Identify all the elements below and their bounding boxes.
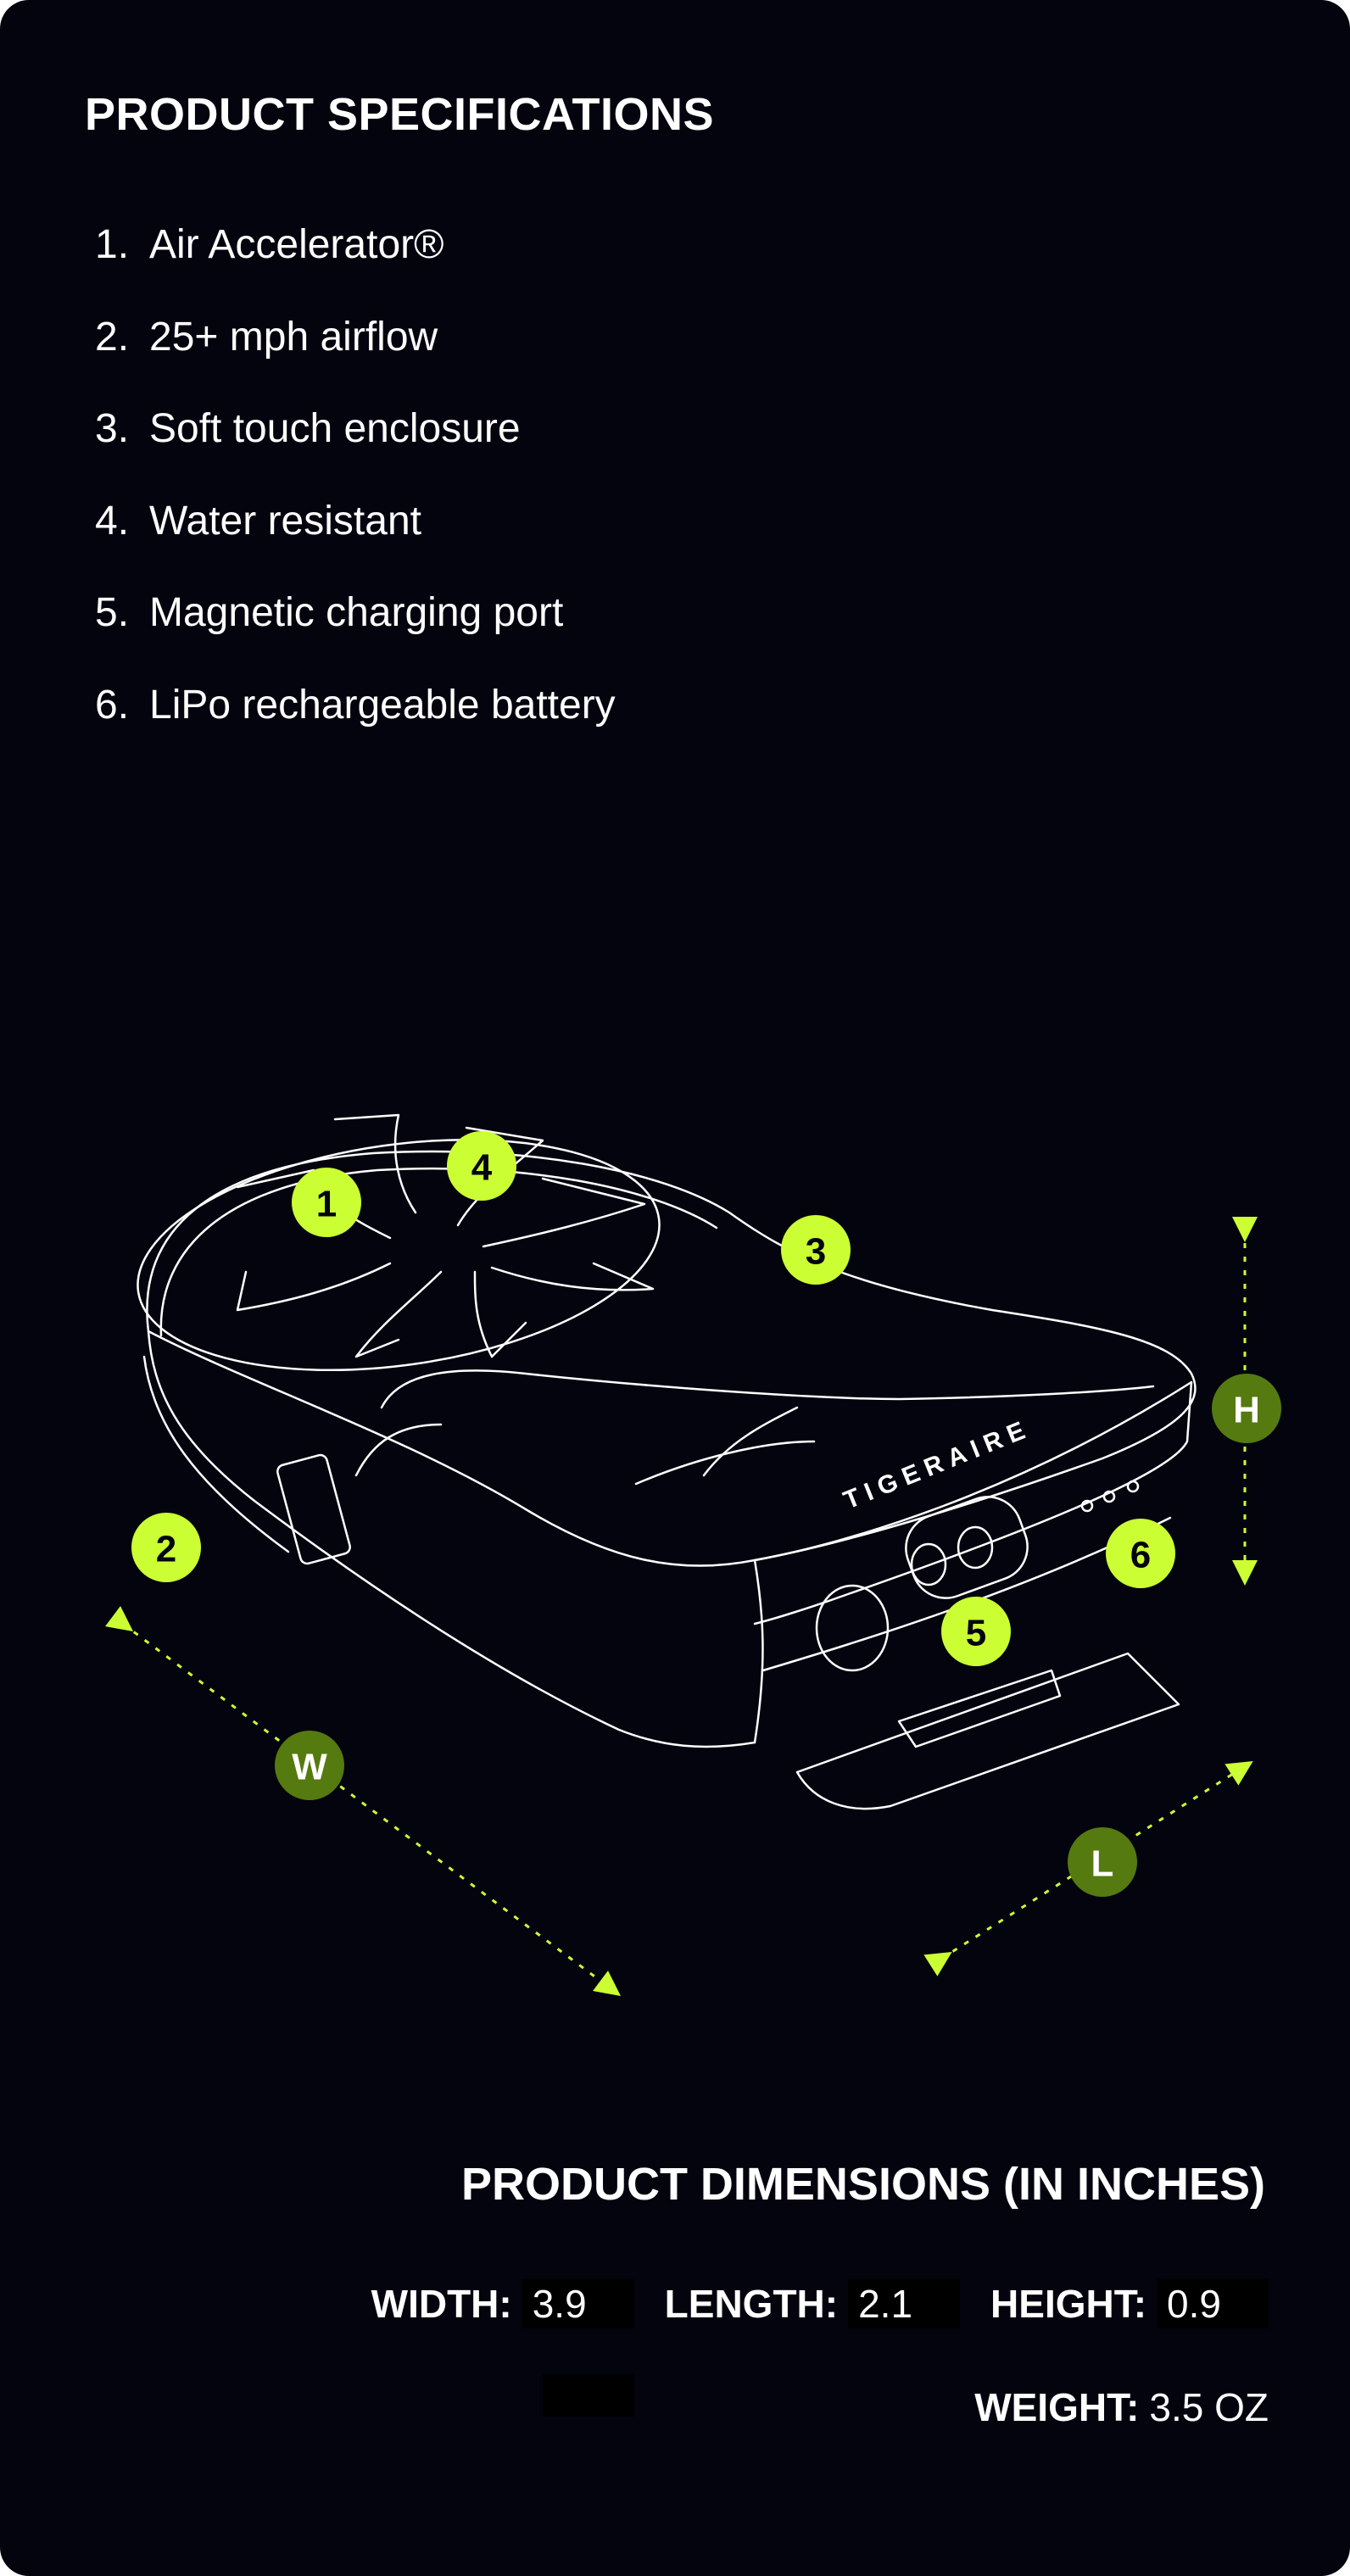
spec-label: 25+ mph airflow — [149, 314, 438, 360]
spec-number: 3. — [95, 406, 130, 451]
height-marker-label: H — [1233, 1390, 1260, 1431]
list-item: 2. 25+ mph airflow — [95, 309, 616, 401]
spec-number: 2. — [95, 314, 130, 360]
width-arrow — [105, 1606, 622, 1996]
callout-4-label: 4 — [471, 1147, 493, 1189]
spec-number: 4. — [95, 498, 130, 544]
height-spec: HEIGHT: 0.9 — [990, 2279, 1269, 2328]
dimensions-row: WIDTH: 3.9 LENGTH: 2.1 HEIGHT: 0.9 — [371, 2279, 1269, 2328]
list-item: 5. Magnetic charging port — [95, 584, 616, 677]
length-spec: LENGTH: 2.1 — [664, 2279, 961, 2328]
spec-label: Air Accelerator® — [149, 222, 444, 267]
list-item: 4. Water resistant — [95, 493, 616, 585]
spec-list: 1. Air Accelerator® 2. 25+ mph airflow 3. S… — [95, 216, 616, 768]
height-value: 0.9 — [1157, 2279, 1269, 2328]
callout-4-badge: 4 — [447, 1131, 516, 1201]
length-marker: L — [1068, 1827, 1137, 1897]
width-label: WIDTH: — [371, 2282, 512, 2326]
width-marker-label: W — [292, 1747, 327, 1788]
callout-2-label: 2 — [156, 1529, 176, 1570]
weight-spec: WEIGHT: 3.5 OZ — [974, 2384, 1269, 2430]
dimensions-title-unit: (IN INCHES) — [1003, 2159, 1265, 2210]
page-title: PRODUCT SPECIFICATIONS — [85, 89, 715, 140]
callout-5-badge: 5 — [941, 1597, 1011, 1666]
callout-6-badge: 6 — [1106, 1519, 1175, 1588]
length-label: LENGTH: — [664, 2282, 839, 2326]
list-item: 6. LiPo rechargeable battery — [95, 677, 616, 769]
spec-label: LiPo rechargeable battery — [149, 682, 616, 728]
spec-label: Soft touch enclosure — [149, 406, 521, 451]
dimensions-title: PRODUCT DIMENSIONS (IN INCHES) — [461, 2158, 1265, 2211]
spec-label: Water resistant — [149, 498, 421, 544]
device-illustration — [137, 1113, 1197, 1810]
spec-number: 1. — [95, 222, 130, 267]
callout-2-badge: 2 — [131, 1513, 201, 1582]
weight-value: 3.5 OZ — [1149, 2385, 1269, 2429]
spec-number: 5. — [95, 590, 130, 635]
weight-label: WEIGHT: — [974, 2385, 1140, 2429]
callout-3-label: 3 — [806, 1231, 826, 1273]
width-marker: W — [275, 1731, 344, 1800]
list-item: 1. Air Accelerator® — [95, 216, 616, 309]
length-marker-label: L — [1091, 1843, 1114, 1885]
callout-1-label: 1 — [316, 1184, 337, 1225]
height-label: HEIGHT: — [990, 2282, 1147, 2326]
spec-number: 6. — [95, 682, 130, 728]
callout-3-badge: 3 — [781, 1215, 851, 1285]
callout-5-label: 5 — [966, 1613, 986, 1654]
width-spec: WIDTH: 3.9 — [371, 2279, 634, 2328]
width-value: 3.9 — [522, 2279, 634, 2328]
dimensions-title-bold: PRODUCT DIMENSIONS — [460, 2159, 990, 2210]
callout-6-label: 6 — [1130, 1535, 1151, 1576]
length-value: 2.1 — [848, 2279, 961, 2328]
brand-logo: TIGERAIRE — [840, 1414, 1035, 1515]
list-item: 3. Soft touch enclosure — [95, 400, 616, 493]
spec-label: Magnetic charging port — [149, 590, 564, 635]
product-diagram: TIGERAIRE 1 2 3 4 5 6 W L H — [105, 1113, 1281, 1996]
callout-1-badge: 1 — [292, 1168, 361, 1237]
height-marker: H — [1212, 1374, 1281, 1443]
blank-redaction-box — [543, 2374, 634, 2417]
